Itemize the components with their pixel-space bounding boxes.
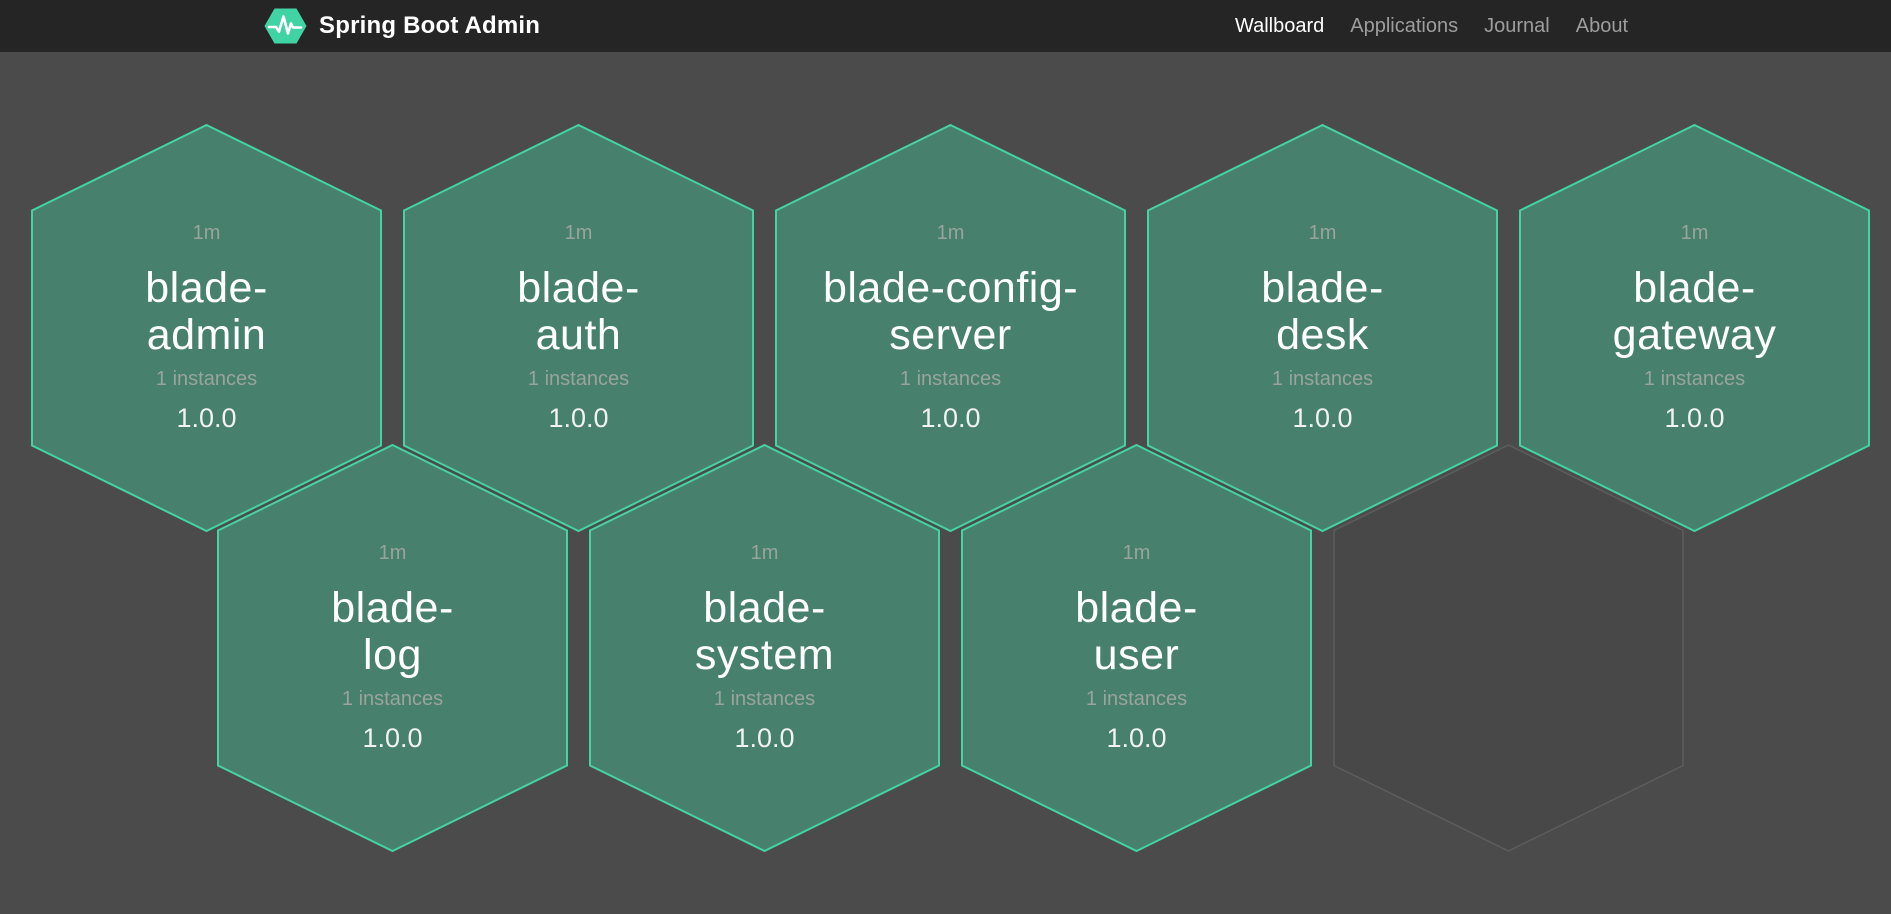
hexagon-shape <box>217 443 568 853</box>
hexagon-pulse-icon <box>264 8 307 44</box>
empty-hexagon <box>1332 443 1685 853</box>
hexagon-shape <box>775 123 1126 533</box>
hexagon-shape <box>1333 444 1684 852</box>
nav-link-about[interactable]: About <box>1575 14 1628 37</box>
hexagon-shape <box>31 123 382 533</box>
hexagon-shape <box>589 443 940 853</box>
navbar-container: Spring Boot Admin Wallboard Applications J… <box>263 0 1628 52</box>
main-nav: Wallboard Applications Journal About <box>1222 15 1628 38</box>
hexagon-shape <box>403 123 754 533</box>
brand[interactable]: Spring Boot Admin <box>263 5 540 47</box>
nav-link-journal[interactable]: Journal <box>1484 14 1550 37</box>
hexagon-shape <box>961 443 1312 853</box>
hexagon-shape <box>1519 123 1870 533</box>
hexagon-shape <box>1147 123 1498 533</box>
navbar: Spring Boot Admin Wallboard Applications J… <box>0 0 1891 52</box>
brand-title: Spring Boot Admin <box>319 12 541 39</box>
nav-link-applications[interactable]: Applications <box>1350 14 1459 37</box>
nav-link-wallboard[interactable]: Wallboard <box>1234 14 1325 37</box>
